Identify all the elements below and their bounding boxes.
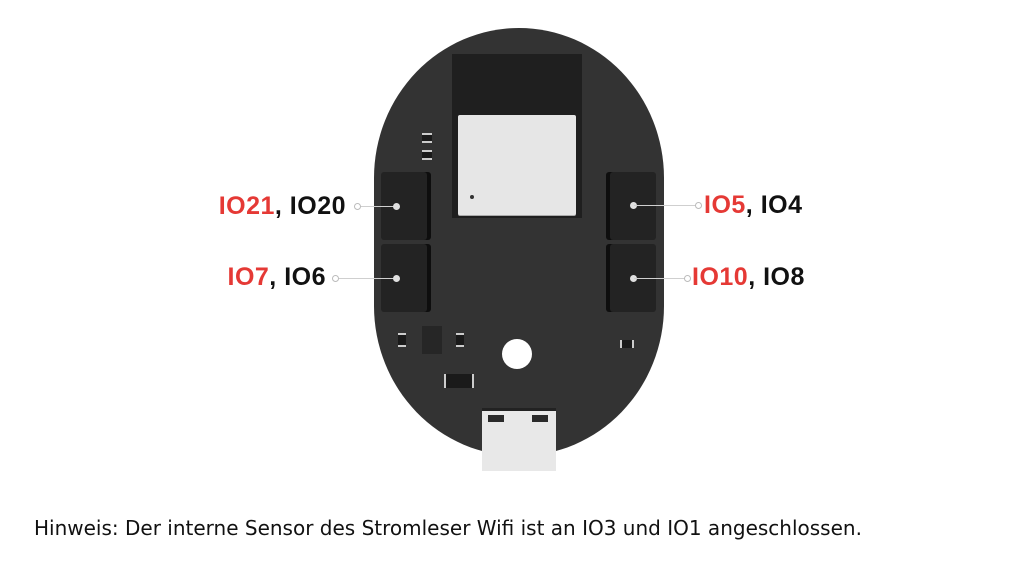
pin-primary: IO21 <box>218 192 275 220</box>
label-right-top: IO5, IO4 <box>704 191 803 220</box>
pin-primary: IO5 <box>704 191 746 219</box>
smd-diode <box>444 374 474 388</box>
pin-secondary: IO20 <box>289 192 346 220</box>
smd-resistor <box>398 333 406 347</box>
leader-end <box>695 202 702 209</box>
pin-dot <box>393 275 400 282</box>
mounting-hole <box>502 339 532 369</box>
label-right-bottom: IO10, IO8 <box>692 263 805 292</box>
smd-resistor <box>456 333 464 347</box>
pin-separator: , <box>745 191 761 219</box>
pin-secondary: IO6 <box>284 263 326 291</box>
pin-primary: IO7 <box>227 263 270 291</box>
sensor-chip <box>458 115 576 215</box>
pin-secondary: IO8 <box>763 263 805 291</box>
footnote: Hinweis: Der interne Sensor des Stromles… <box>34 516 862 540</box>
leader-end <box>684 275 691 282</box>
leader-end <box>332 275 339 282</box>
usb-pin <box>532 415 548 422</box>
label-left-top: IO21, IO20 <box>219 192 346 221</box>
leader-line <box>634 278 686 279</box>
smd-capacitor <box>422 133 432 143</box>
pin-primary: IO10 <box>692 263 749 291</box>
smd-capacitor <box>422 150 432 160</box>
label-left-bottom: IO7, IO6 <box>228 263 327 292</box>
usb-pin <box>488 415 504 422</box>
leader-line <box>339 278 396 279</box>
pin-secondary: IO4 <box>760 191 803 219</box>
pin-dot <box>393 203 400 210</box>
pin1-marker <box>470 195 474 199</box>
ic-chip <box>422 326 442 354</box>
leader-line <box>361 206 396 207</box>
leader-end <box>354 203 361 210</box>
leader-line <box>634 205 696 206</box>
pin-dot <box>630 202 637 209</box>
pin-separator: , <box>274 192 290 220</box>
pin-dot <box>630 275 637 282</box>
smd-resistor <box>620 340 634 348</box>
pin-separator: , <box>269 263 285 291</box>
micro-usb-connector <box>482 408 556 471</box>
pin-separator: , <box>748 263 764 291</box>
